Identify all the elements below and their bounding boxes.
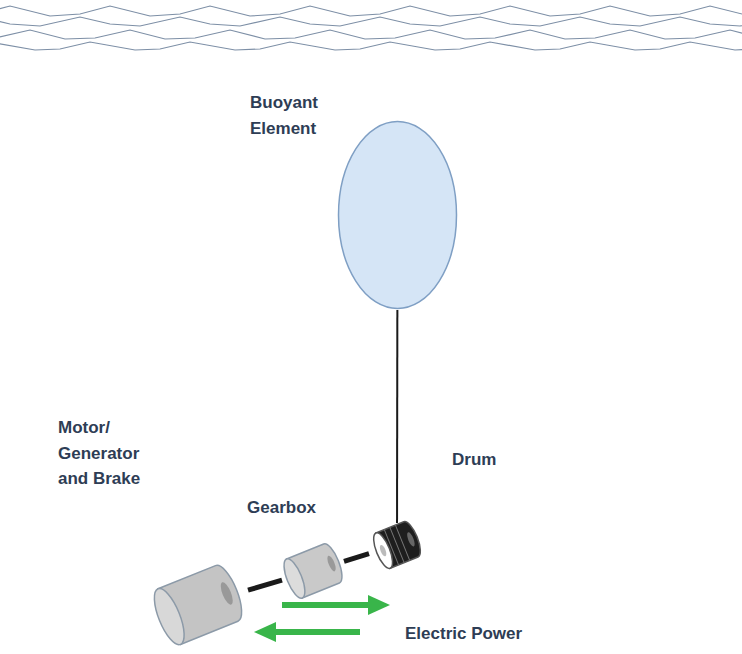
drum-shape xyxy=(369,523,425,567)
motor-generator: Motor/ Generator and Brake xyxy=(148,562,248,648)
gearbox: Gearbox xyxy=(282,545,344,597)
buoyant-element: Buoyant Element xyxy=(337,120,458,310)
gearbox-shape xyxy=(282,545,344,597)
power-label: Electric Power xyxy=(405,621,522,647)
sea-surface xyxy=(0,6,742,50)
tether-line xyxy=(396,310,398,523)
power-arrows xyxy=(254,595,390,642)
part-label: Buoyant Element xyxy=(250,90,330,141)
motor-shape xyxy=(148,562,248,648)
part-label: Motor/ Generator and Brake xyxy=(58,415,158,492)
part-label: Gearbox xyxy=(247,495,316,521)
ellipse-shape xyxy=(337,120,458,310)
part-label: Drum xyxy=(452,447,496,473)
drive-shaft xyxy=(344,554,369,562)
drum: Drum xyxy=(369,523,425,567)
drive-shaft xyxy=(248,580,282,590)
